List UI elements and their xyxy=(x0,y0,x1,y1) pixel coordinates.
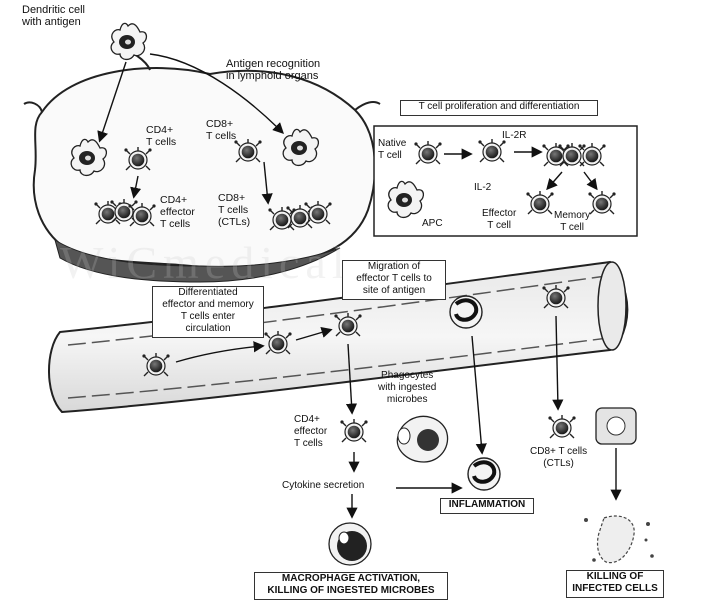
cytokine-secretion-label: Cytokine secretion xyxy=(282,480,365,491)
cd4-t-cells-label: CD4+ T cells xyxy=(146,124,177,148)
dendritic-cell-label: Dendritic cell with antigen xyxy=(22,4,85,28)
apc-label: APC xyxy=(422,218,443,229)
phagocytes-label: Phagocytes with ingested microbes xyxy=(378,370,437,405)
cd8-ctls-label: CD8+ T cells (CTLs) xyxy=(218,192,251,228)
inflammation-cell-vessel xyxy=(449,295,483,329)
il2r-label: IL-2R xyxy=(502,130,527,141)
cd8-t-cells-label: CD8+ T cells xyxy=(206,118,237,142)
inflammation-box: INFLAMMATION xyxy=(440,498,534,514)
killed-cell xyxy=(584,515,654,564)
memory-t-cell-label: Memory T cell xyxy=(554,210,591,233)
effector-t-cell-label: Effector T cell xyxy=(482,208,517,231)
blood-vessel xyxy=(48,260,629,414)
infected-cell xyxy=(595,407,637,445)
cd4-effector-lower xyxy=(339,418,369,443)
cd4-effector-label: CD4+ effector T cells xyxy=(160,194,195,230)
macrophage-activation-box: MACROPHAGE ACTIVATION, KILLING OF INGEST… xyxy=(254,572,448,600)
cd8-ctls-lower-label: CD8+ T cells (CTLs) xyxy=(530,446,588,469)
arrows xyxy=(97,53,622,519)
il2-label: IL-2 xyxy=(474,182,492,193)
phagocyte xyxy=(396,415,449,463)
inflammation-cell xyxy=(467,457,501,491)
killing-infected-box: KILLING OF INFECTED CELLS xyxy=(566,570,664,598)
native-t-cell-label: Native T cell xyxy=(378,138,407,161)
watermark: WiCmedical xyxy=(60,237,351,288)
activated-macrophage xyxy=(328,522,372,566)
migration-label: Migration of effector T cells to site of… xyxy=(342,260,446,300)
cd8-ctl-lower xyxy=(547,414,577,439)
cd4-effector-lower-label: CD4+ effector T cells xyxy=(294,414,328,449)
antigen-recognition-label: Antigen recognition in lymphoid organs xyxy=(226,58,321,82)
differentiated-label: Differentiated effector and memory T cel… xyxy=(152,286,264,338)
dendritic-cell-top xyxy=(110,22,148,61)
proliferation-title: T cell proliferation and differentiation xyxy=(400,100,598,116)
